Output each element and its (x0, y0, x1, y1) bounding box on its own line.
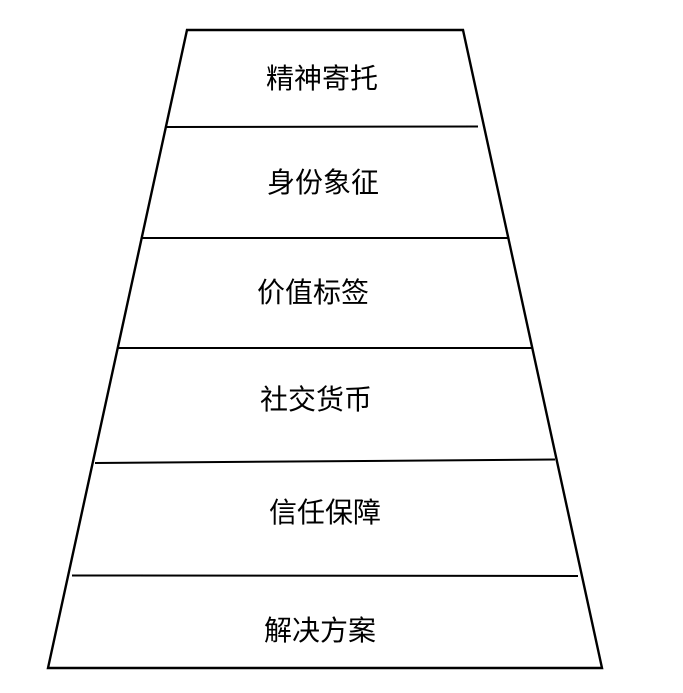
level-divider-5 (71, 574, 579, 577)
level-label-1: 精神寄托 (266, 63, 378, 94)
funnel-outline (46, 28, 604, 670)
level-divider-4 (94, 458, 556, 464)
level-label-6: 解决方案 (264, 615, 376, 646)
level-label-5: 信任保障 (269, 497, 381, 528)
level-label-3: 价值标签 (257, 277, 369, 308)
level-label-2: 身份象征 (267, 167, 379, 198)
level-divider-1 (164, 125, 479, 128)
level-label-4: 社交货币 (260, 384, 372, 415)
